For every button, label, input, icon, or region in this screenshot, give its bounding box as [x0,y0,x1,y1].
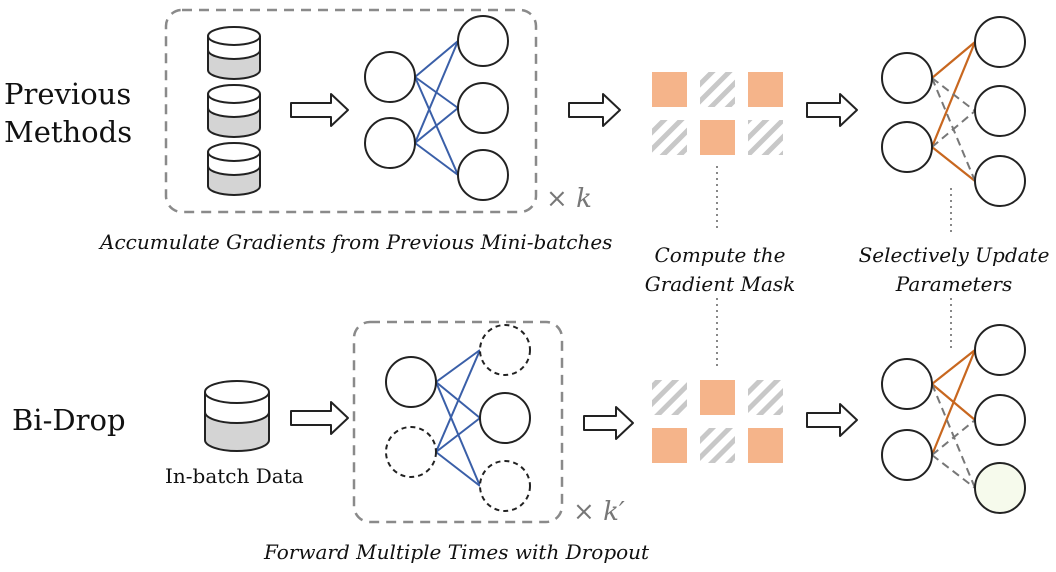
update-network-top [881,16,1026,207]
mask-cell-filled [700,380,735,415]
multiplier-top-variable: k [576,184,592,214]
caption-forward-dropout: Forward Multiple Times with Dropout [264,540,650,564]
hollow-arrow-icon [568,93,621,127]
caption-accumulate: Accumulate Gradients from Previous Mini-… [100,230,613,254]
output-node [974,394,1026,446]
mask-cell-filled [652,72,687,107]
dropped-node [974,462,1026,514]
multiplier-bottom-symbol: × [573,497,595,527]
database-icon [207,142,261,196]
row-label-previous-line2: Methods [4,115,133,149]
multiplier-top-symbol: × [546,184,568,214]
gradient-mask-bottom [652,380,783,463]
dropped-node [479,324,531,376]
caption-compute-line2: Gradient Mask [644,272,796,296]
database-icon [204,380,270,452]
update-network-bottom [881,324,1026,514]
row-label-bidrop: Bi-Drop [12,403,126,437]
row-label-previous: Previous Methods [4,75,132,151]
output-node [974,85,1026,137]
multiplier-bottom-variable: k′ [603,497,625,527]
input-node [385,356,437,408]
output-node [479,392,531,444]
database-icon [207,84,261,138]
mask-cell-hatched [748,380,783,415]
hollow-arrow-icon [290,93,349,127]
hollow-arrow-icon [290,401,349,435]
output-node [457,149,509,201]
mask-cell-filled [748,72,783,107]
dropped-node [479,460,531,512]
mask-cell-hatched [652,380,687,415]
caption-update-line2: Parameters [895,272,1013,296]
caption-selective-update: Selectively Update Parameters [852,241,1056,299]
input-node [881,429,933,481]
forward-dashed-box [352,320,564,524]
label-inbatch-data: In-batch Data [165,464,304,488]
hollow-arrow-icon [806,93,858,127]
output-node [457,82,509,134]
neural-network-top [364,15,509,201]
hollow-arrow-icon [806,403,858,437]
hollow-arrow-icon [583,406,634,440]
mask-cell-filled [748,428,783,463]
output-node [974,16,1026,68]
neural-network-dropout [385,324,531,512]
caption-compute-line1: Compute the [654,243,786,267]
input-node [881,52,933,104]
mask-cell-hatched [700,72,735,107]
mask-cell-hatched [748,120,783,155]
output-node [457,15,509,67]
caption-compute-mask: Compute the Gradient Mask [622,241,818,299]
multiplier-bottom: × k′ [573,497,625,527]
gradient-mask-top [652,72,783,155]
dropped-node [385,426,437,478]
accumulate-dashed-box [164,8,538,214]
caption-update-line1: Selectively Update [858,243,1050,267]
input-node [881,358,933,410]
mask-cell-filled [700,120,735,155]
database-icon [207,26,261,80]
mask-cell-filled [652,428,687,463]
input-node [364,117,416,169]
output-node [974,155,1026,207]
input-node [364,51,416,103]
output-node [974,324,1026,376]
multiplier-top: × k [546,184,592,214]
mask-cell-hatched [700,428,735,463]
input-node [881,121,933,173]
mask-cell-hatched [652,120,687,155]
row-label-previous-line1: Previous [4,77,132,111]
